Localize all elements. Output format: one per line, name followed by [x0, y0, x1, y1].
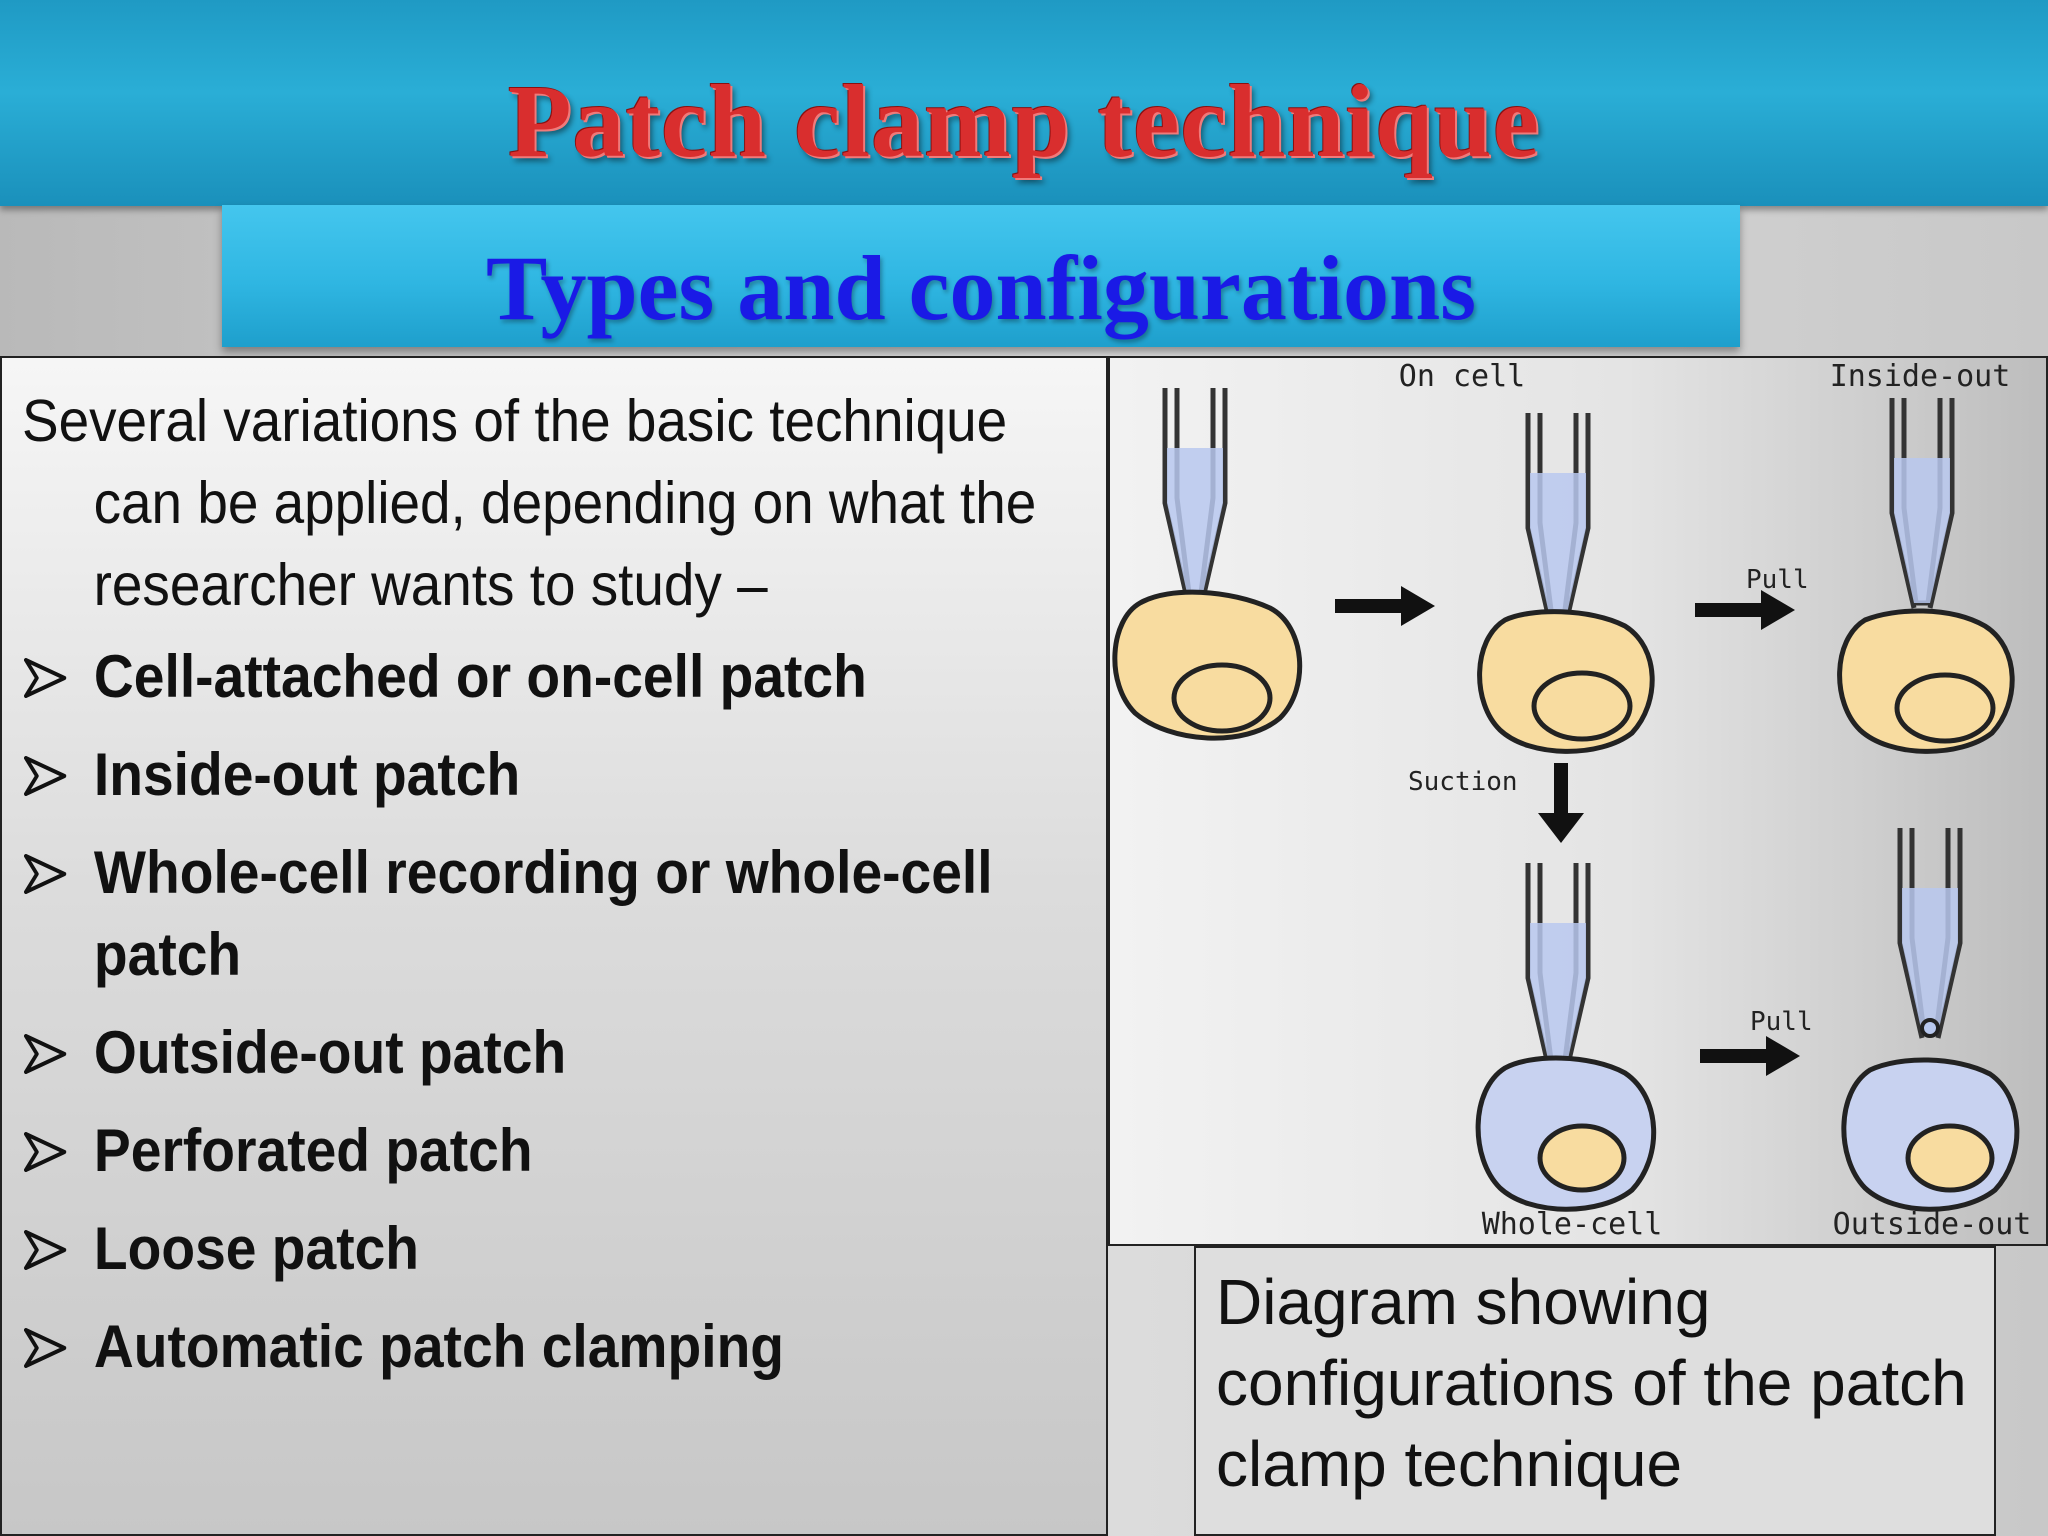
- arrow-bullet-icon: [24, 756, 67, 796]
- arrow-right-icon: [1695, 590, 1795, 630]
- bullet-item: Outside-out patch: [24, 1012, 1018, 1094]
- diagram-panel: On cell Pull Inside-out Suction Whole-ce…: [1108, 356, 2048, 1246]
- arrow-bullet-icon: [24, 1230, 67, 1270]
- nucleus-outside-out: [1905, 1123, 1995, 1193]
- arrow-right-icon: [1700, 1036, 1800, 1076]
- pipette-approach: [1165, 388, 1225, 598]
- arrow-bullet-icon: [24, 1034, 67, 1074]
- bullet-item: Cell-attached or on-cell patch: [24, 636, 1018, 718]
- slide-title: Patch clamp technique: [507, 64, 1541, 179]
- slide-subtitle: Types and configurations: [485, 237, 1477, 339]
- arrow-bullet-icon: [24, 854, 67, 894]
- pipette-on-cell: [1528, 413, 1588, 623]
- arrow-bullet-icon: [24, 658, 67, 698]
- label-suction: Suction: [1408, 767, 1518, 797]
- pipette-inside-out: [1892, 398, 1952, 608]
- bullet-item: Perforated patch: [24, 1110, 1018, 1192]
- bullet-item: Inside-out patch: [24, 734, 1018, 816]
- label-inside-out: Inside-out: [1830, 359, 2011, 394]
- outside-out-patch: [1920, 1018, 1940, 1038]
- arrow-right-icon: [1335, 586, 1435, 626]
- label-whole-cell: Whole-cell: [1482, 1207, 1663, 1242]
- subtitle-box: Types and configurations: [222, 205, 1740, 347]
- nucleus-inside-out: [1894, 672, 1996, 744]
- bullet-item: Whole-cell recording or whole-cell patch: [24, 832, 1018, 996]
- bullet-text: Cell-attached or on-cell patch: [93, 643, 867, 710]
- nucleus-approach: [1171, 662, 1273, 734]
- caption-box: Diagram showing configurations of the pa…: [1194, 1246, 1996, 1536]
- bullet-text: Loose patch: [93, 1215, 420, 1282]
- arrow-down-icon: [1538, 763, 1584, 843]
- label-on-cell: On cell: [1399, 359, 1525, 394]
- bullet-text: Outside-out patch: [93, 1019, 567, 1086]
- bullet-text: Automatic patch clamping: [93, 1313, 785, 1380]
- title-bar: Patch clamp technique: [0, 0, 2048, 206]
- arrow-bullet-icon: [24, 1132, 67, 1172]
- bullet-item: Automatic patch clamping: [24, 1306, 1018, 1388]
- label-pull-bottom: Pull: [1750, 1007, 1813, 1037]
- bullet-list: Cell-attached or on-cell patch Inside-ou…: [24, 636, 1104, 1404]
- text-panel: Several variations of the basic techniqu…: [0, 356, 1108, 1536]
- bullet-text: Whole-cell recording or whole-cell patch: [93, 839, 993, 988]
- label-outside-out: Outside-out: [1833, 1207, 2032, 1242]
- intro-text: Several variations of the basic techniqu…: [22, 388, 1037, 618]
- nucleus-whole-cell: [1537, 1123, 1627, 1193]
- label-pull-top: Pull: [1746, 565, 1809, 595]
- diagram-caption: Diagram showing configurations of the pa…: [1216, 1266, 1967, 1500]
- patch-clamp-diagram: On cell Pull Inside-out Suction Whole-ce…: [1112, 359, 2032, 1242]
- pipette-whole-cell: [1528, 863, 1588, 1073]
- bullet-item: Loose patch: [24, 1208, 1018, 1290]
- bullet-text: Perforated patch: [93, 1117, 533, 1184]
- pipette-outside-out: [1900, 828, 1960, 1038]
- nucleus-on-cell: [1531, 670, 1633, 742]
- bullet-text: Inside-out patch: [93, 741, 521, 808]
- arrow-bullet-icon: [24, 1328, 67, 1368]
